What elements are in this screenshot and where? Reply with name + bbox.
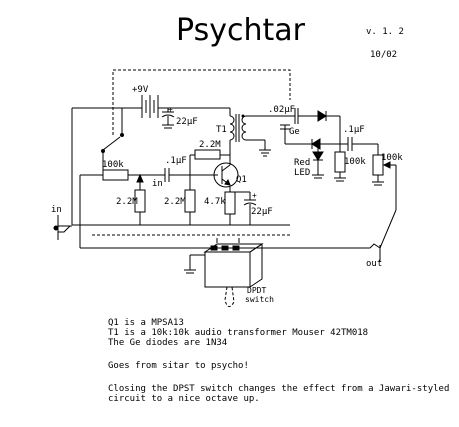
bias-resistor-b-label: 2.2M: [164, 197, 186, 207]
input-cap-label: .1µF: [165, 156, 187, 166]
battery-symbol: [141, 95, 159, 118]
switch-label-1: DPDT: [247, 286, 266, 295]
svg-text:+: +: [168, 105, 173, 114]
input-jack-label: in: [51, 205, 62, 215]
input-pot-label: 100k: [102, 160, 124, 170]
input-jack: [53, 215, 72, 240]
ge-diode-label: Ge: [289, 127, 300, 137]
battery-label: +9V: [132, 85, 149, 95]
date-label: 10/02: [370, 50, 397, 60]
notes-block: Q1 is a MPSA13 T1 is a 10k:10k audio tra…: [108, 318, 453, 404]
dashed-linkage: [92, 69, 291, 236]
coupling-cap-label: .02µF: [268, 105, 295, 115]
dpdt-switch: [184, 238, 264, 307]
emitter-cap-label: 22µF: [251, 207, 273, 217]
output-resistor-label: 100k: [344, 157, 366, 167]
svg-text:+: +: [252, 191, 257, 200]
transistor-label: Q1: [236, 175, 247, 185]
transistor-q1: [213, 162, 239, 188]
feedback-resistor-label: 2.2M: [199, 140, 221, 150]
bias-resistor-a-label: 2.2M: [116, 197, 138, 207]
note-transistor: Q1 is a MPSA13: [108, 318, 184, 328]
led-label-2: LED: [294, 168, 310, 178]
input-node-label: in: [152, 179, 163, 189]
version-label: v. 1. 2: [366, 27, 404, 37]
battery-cap-label: 22µF: [176, 117, 198, 127]
emitter-resistor-label: 4.7k: [204, 197, 226, 207]
note-switch-1: Closing the DPST switch changes the effe…: [108, 384, 450, 394]
output-pot-label: 100k: [381, 153, 403, 163]
transformer-t1: [229, 108, 247, 142]
note-diodes: The Ge diodes are 1N34: [108, 338, 228, 348]
switch-label-2: switch: [245, 295, 274, 304]
note-switch-2: circuit to a nice octave up.: [108, 394, 260, 404]
output-cap-label: .1µF: [343, 125, 365, 135]
output-jack: [369, 243, 381, 262]
led-label-1: Red: [294, 158, 310, 168]
note-tagline: Goes from sitar to psycho!: [108, 361, 249, 371]
title: Psychtar: [176, 13, 306, 48]
note-transformer: T1 is a 10k:10k audio transformer Mouser…: [108, 328, 369, 338]
transformer-label: T1: [216, 125, 227, 135]
output-jack-label: out: [366, 259, 382, 269]
